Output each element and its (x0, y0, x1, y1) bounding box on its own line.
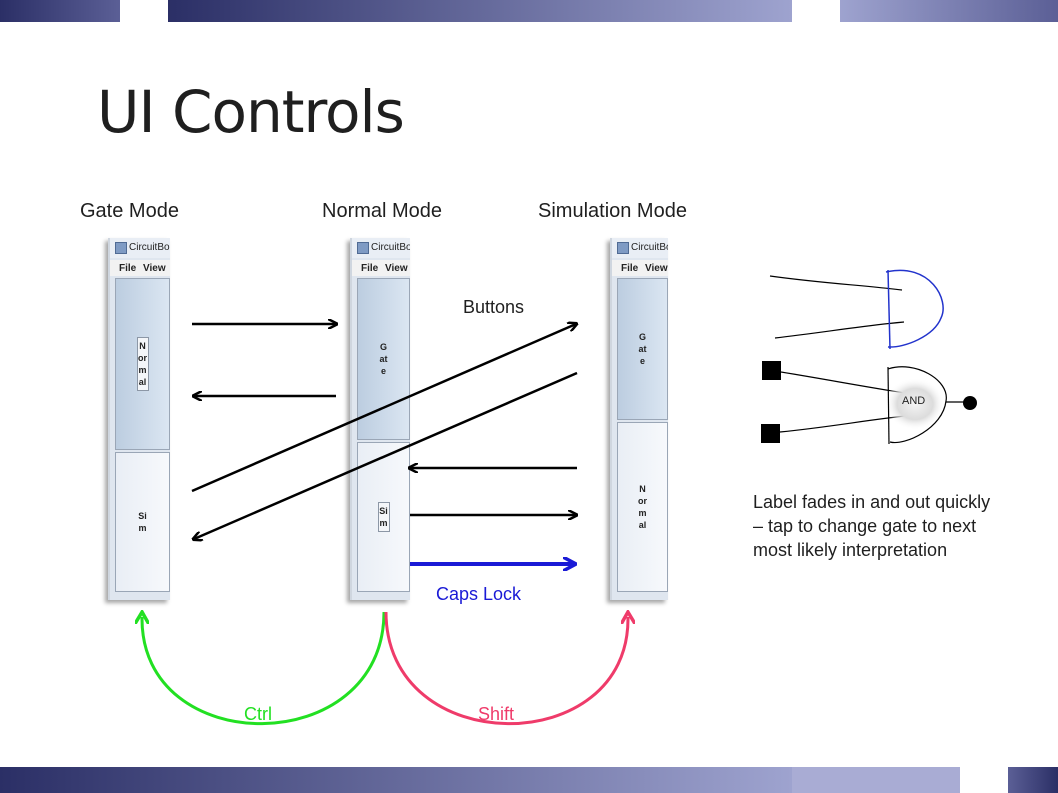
sim-mode-button[interactable]: Sim (357, 442, 410, 592)
gate-mode-button[interactable]: Gate (617, 278, 668, 420)
sketched-gate (769, 269, 944, 350)
window-title: CircuitBo (631, 242, 668, 253)
arrow-gate-to-sim (191, 324, 576, 493)
bottom-bar-left (0, 767, 792, 793)
menu-file[interactable]: File (119, 263, 137, 274)
button-label: Normal (638, 484, 647, 530)
ctrl-label: Ctrl (244, 704, 272, 724)
window-titlebar: CircuitBo (352, 238, 410, 258)
bottom-bar-right (1008, 767, 1058, 793)
button-label: Gate (638, 332, 647, 366)
top-bar-right (840, 0, 1058, 22)
and-gate-label: AND (902, 395, 926, 407)
menu-bar: File View (352, 260, 410, 276)
normal-mode-button[interactable]: Normal (115, 278, 170, 450)
gate-mode-window: CircuitBo File View Normal Sim (108, 238, 170, 600)
arrow-sim-to-gate (194, 371, 578, 539)
menu-view[interactable]: View (645, 263, 668, 274)
slide-title: UI Controls (97, 78, 405, 146)
window-title: CircuitBo (371, 242, 410, 253)
simulation-mode-label: Simulation Mode (538, 200, 687, 222)
ctrl-curve-arrow (142, 612, 386, 726)
button-label: Sim (377, 502, 390, 532)
buttons-label: Buttons (463, 297, 525, 317)
button-label: Gate (379, 342, 388, 376)
recognized-and-gate (761, 361, 977, 445)
menu-view[interactable]: View (143, 263, 166, 274)
window-titlebar: CircuitBo (612, 238, 668, 258)
bottom-bar-middle (792, 767, 960, 793)
menu-view[interactable]: View (385, 263, 408, 274)
button-label: Normal (136, 337, 149, 391)
window-titlebar: CircuitBo (110, 238, 170, 258)
top-bar-middle (168, 0, 792, 22)
sim-mode-button[interactable]: Sim (115, 452, 170, 592)
app-icon (357, 242, 369, 254)
menu-file[interactable]: File (361, 263, 379, 274)
menu-bar: File View (612, 260, 668, 276)
top-bar-left (0, 0, 120, 22)
window-title: CircuitBo (129, 242, 170, 253)
button-label: Sim (138, 511, 147, 533)
input-square-top (762, 361, 781, 380)
input-square-bottom (761, 424, 780, 443)
output-dot (963, 396, 977, 410)
shift-curve-arrow (384, 612, 628, 726)
caps-lock-label: Caps Lock (436, 584, 522, 604)
simulation-mode-window: CircuitBo File View Gate Normal (610, 238, 668, 600)
gate-mode-button[interactable]: Gate (357, 278, 410, 440)
app-icon (617, 242, 629, 254)
normal-mode-button[interactable]: Normal (617, 422, 668, 592)
gate-mode-label: Gate Mode (80, 200, 179, 222)
menu-bar: File View (110, 260, 170, 276)
app-icon (115, 242, 127, 254)
gate-note: Label fades in and out quickly – tap to … (753, 492, 991, 560)
menu-file[interactable]: File (621, 263, 639, 274)
normal-mode-label: Normal Mode (322, 200, 443, 222)
shift-label: Shift (478, 704, 515, 724)
